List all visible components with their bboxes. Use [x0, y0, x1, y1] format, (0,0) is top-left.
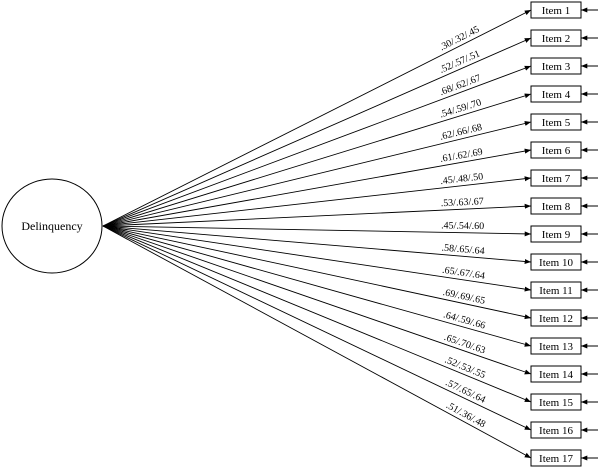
loading-label: .65/.67/.64: [441, 265, 485, 282]
loading-label: .45/.48/.50: [440, 171, 484, 187]
item-label: Item 7: [542, 173, 571, 185]
item-label: Item 13: [539, 341, 573, 353]
item-label: Item 4: [542, 89, 571, 101]
item-label: Item 2: [542, 33, 570, 45]
loading-label: .62/.66/.68: [439, 122, 483, 143]
latent-label: Delinquency: [21, 219, 82, 233]
indicator-items: Item 1 Item 2 Item 3 Item 4 Item 5 Item 6 Item…: [530, 1, 598, 467]
item-label: Item 3: [542, 61, 571, 73]
loading-label: .65/.70/.63: [442, 332, 486, 356]
loading-path: [102, 148, 532, 227]
loading-path: [102, 65, 532, 227]
item-node: Item 16: [530, 421, 598, 439]
loading-path: [102, 121, 532, 227]
loading-path: [102, 225, 532, 320]
item-label: Item 1: [542, 5, 570, 17]
loading-label: .53/.63/.67: [440, 196, 484, 209]
item-label: Item 14: [539, 369, 573, 381]
loading-path: [102, 225, 532, 431]
item-label: Item 12: [539, 313, 573, 325]
item-label: Item 6: [542, 145, 571, 157]
latent-ellipse: [1, 178, 103, 274]
item-label: Item 11: [539, 285, 573, 297]
item-node: Item 3: [530, 57, 598, 75]
item-node: Item 5: [530, 113, 598, 131]
item-label: Item 16: [539, 425, 573, 437]
loading-paths: [102, 9, 532, 459]
item-node: Item 15: [530, 393, 598, 411]
item-node: Item 10: [530, 253, 598, 271]
item-label: Item 10: [539, 257, 573, 269]
item-node: Item 7: [530, 169, 598, 187]
item-label: Item 5: [542, 117, 571, 129]
item-node: Item 13: [530, 337, 598, 355]
item-node: Item 17: [530, 449, 598, 467]
item-node: Item 11: [530, 281, 598, 299]
loading-path: [102, 176, 532, 227]
latent-factor: Delinquency: [1, 178, 103, 274]
loading-path: [102, 9, 532, 227]
item-label: Item 8: [542, 201, 571, 213]
item-node: Item 14: [530, 365, 598, 383]
loading-label: .68/.62/.67: [438, 73, 482, 98]
loading-path: [102, 37, 532, 227]
item-node: Item 2: [530, 29, 598, 47]
loading-path: [102, 225, 532, 375]
loading-path: [102, 93, 532, 227]
item-node: Item 9: [530, 225, 598, 243]
loading-label: .64/.59/.66: [442, 309, 486, 331]
item-node: Item 12: [530, 309, 598, 327]
item-label: Item 9: [542, 229, 571, 241]
loading-path: [102, 225, 532, 403]
loading-path: [102, 225, 532, 264]
loading-path: [102, 225, 532, 237]
loading-path: [102, 203, 532, 227]
loading-label: .54/.59/.70: [438, 97, 482, 120]
item-node: Item 8: [530, 197, 598, 215]
loading-path: [102, 225, 532, 347]
item-label: Item 17: [539, 453, 573, 465]
item-node: Item 1: [530, 1, 598, 19]
loading-path: [102, 225, 532, 459]
loading-label: .58/.65/.64: [441, 242, 485, 257]
item-node: Item 6: [530, 141, 598, 159]
loading-path: [102, 225, 532, 292]
item-label: Item 15: [539, 397, 573, 409]
item-node: Item 4: [530, 85, 598, 103]
loading-label: .45/.54/.60: [441, 220, 484, 232]
